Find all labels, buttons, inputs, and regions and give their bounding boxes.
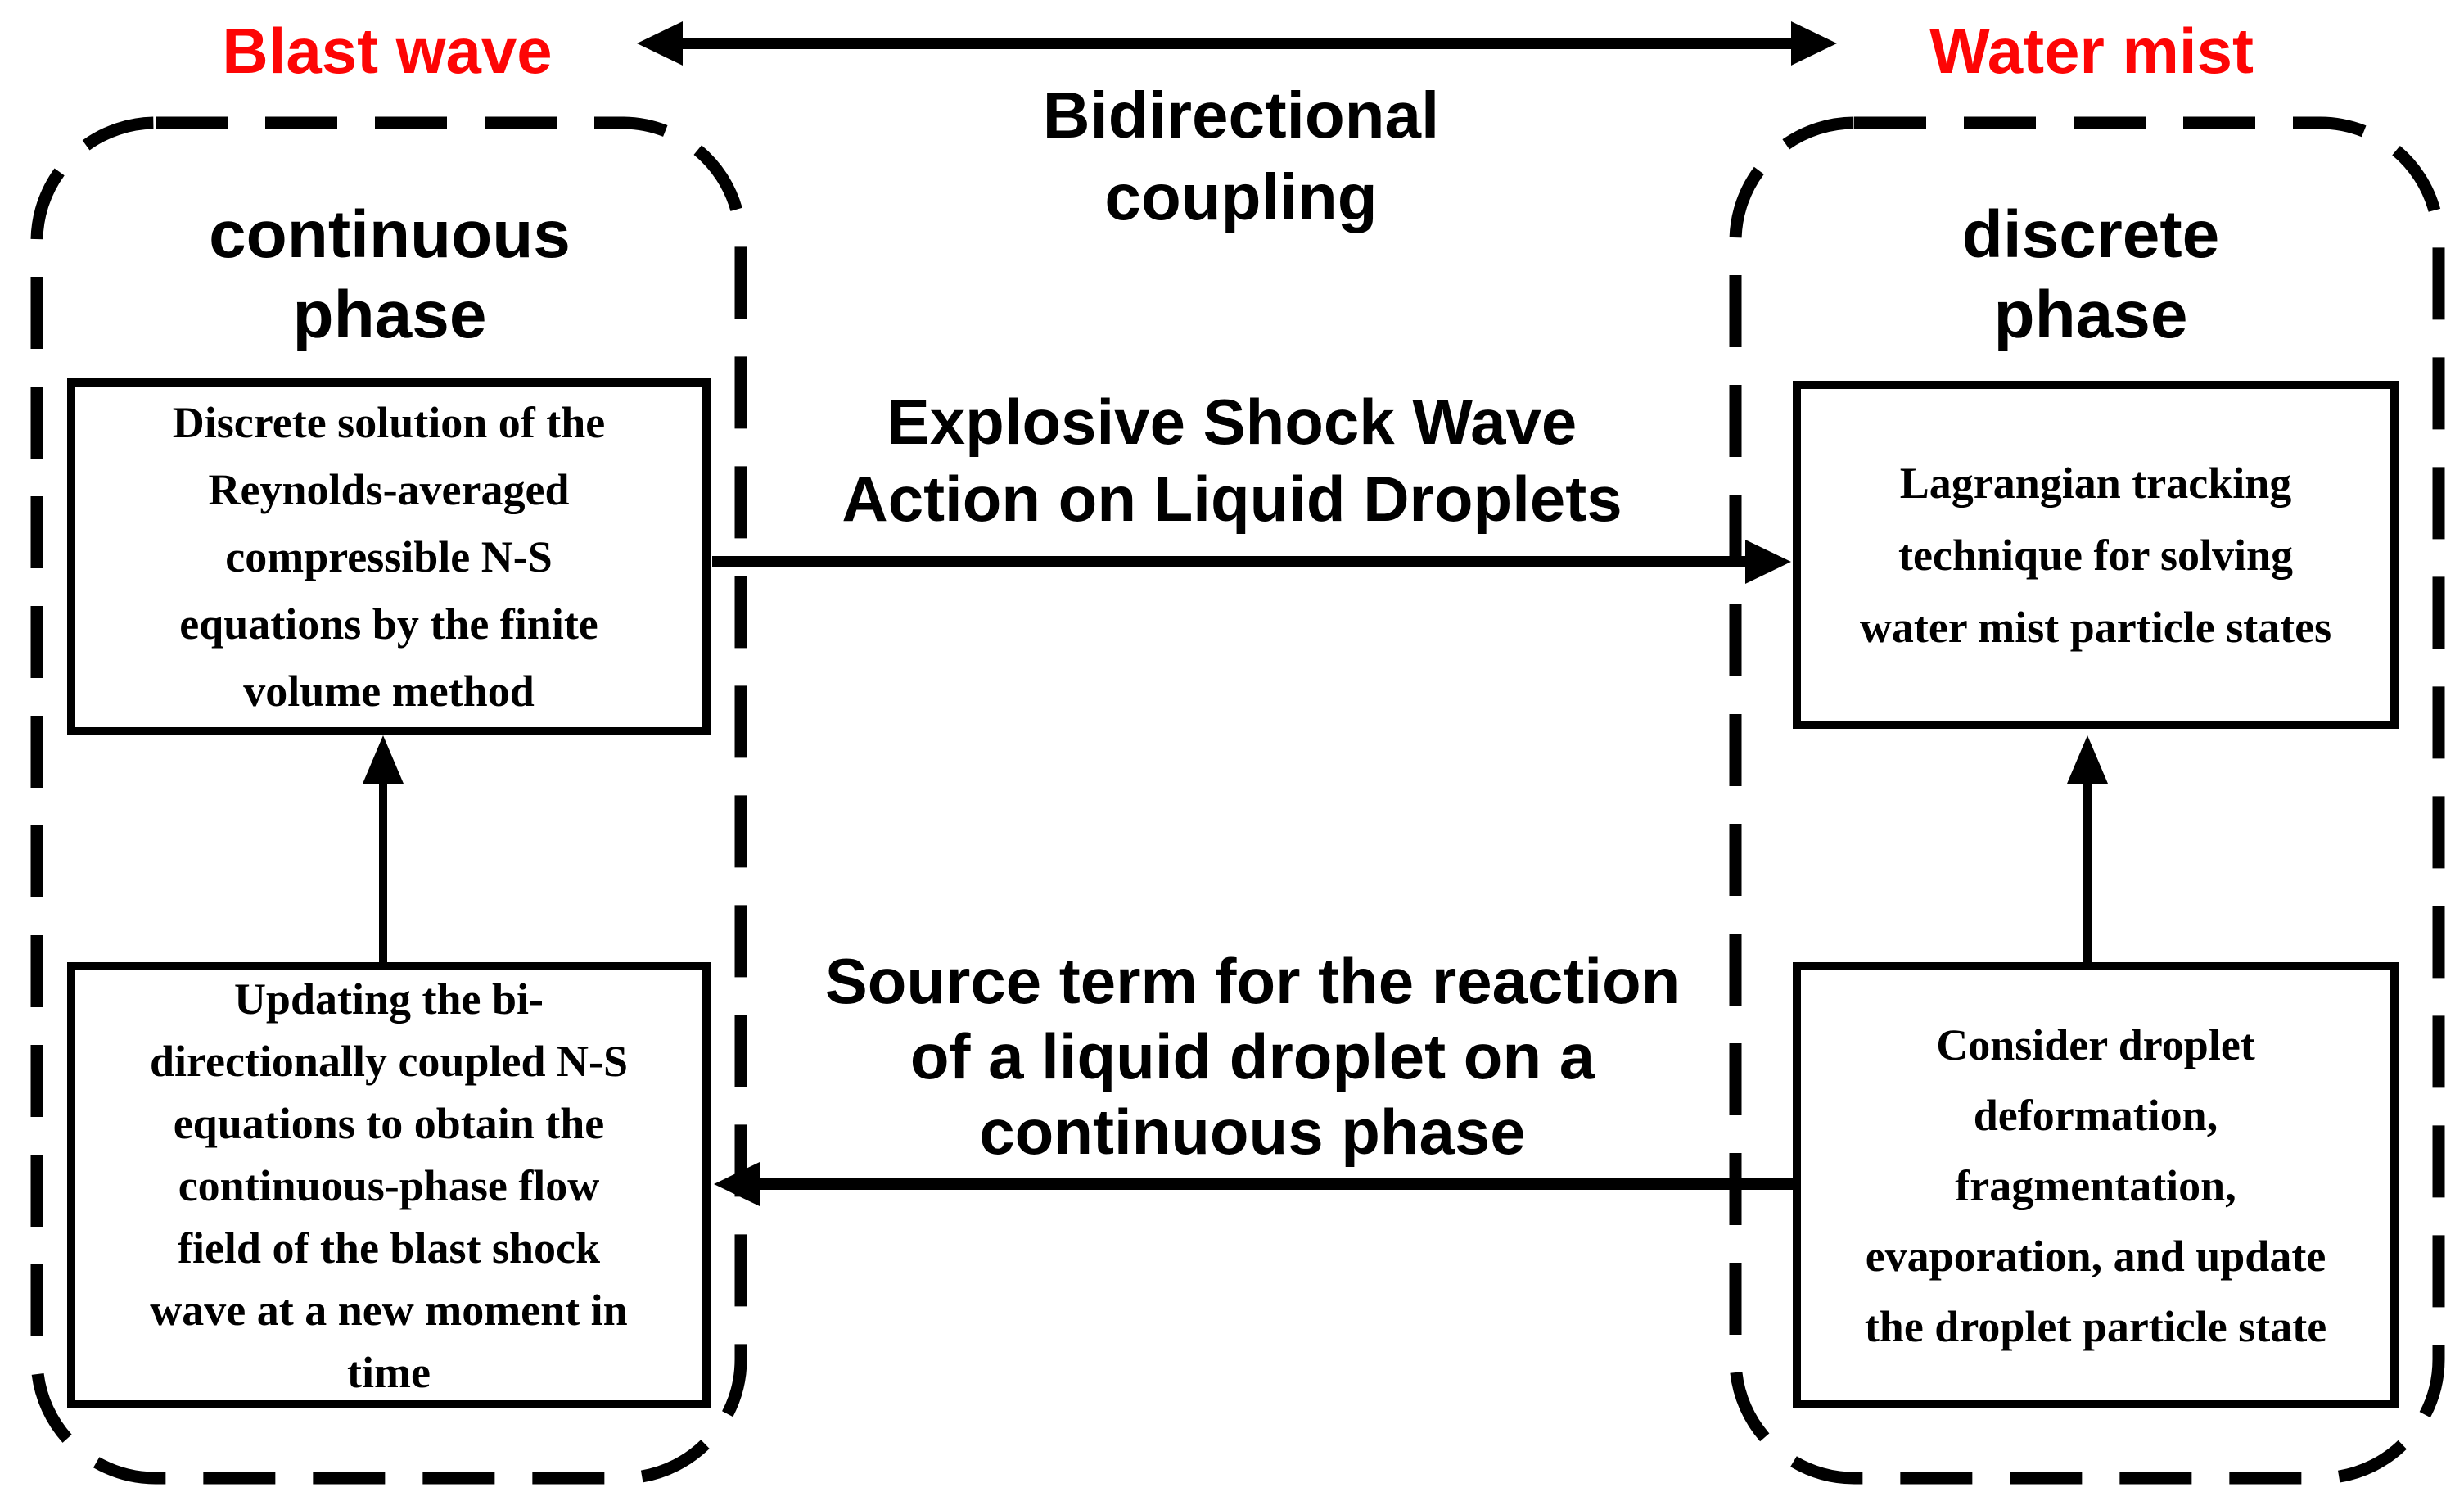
left-bottom-process-text: Updating the bi- directionally coupled N…: [149, 974, 629, 1397]
left-update-arrow-icon: [363, 735, 404, 964]
right-update-arrow-icon: [2067, 735, 2108, 964]
right-top-process-text: Lagrangian tracking technique for solvin…: [1859, 458, 2332, 652]
source-term-arrow-icon: [714, 1162, 1793, 1206]
bidirectional-arrow-icon: [637, 21, 1837, 66]
continuous-phase-dashed-container: [30, 116, 747, 1485]
discrete-phase-dashed-container: [1729, 116, 2445, 1485]
blast-wave-title: Blast wave: [222, 15, 553, 87]
shockwave-action-arrow-icon: [712, 540, 1791, 584]
bidirectional-coupling-label: Bidirectional coupling: [1042, 79, 1440, 233]
right-bottom-process-box: Consider droplet deformation, fragmentat…: [1793, 962, 2399, 1408]
water-mist-title: Water mist: [1929, 15, 2254, 87]
source-term-arrow-label: Source term for the reaction of a liquid…: [824, 945, 1681, 1168]
right-top-process-box: Lagrangian tracking technique for solvin…: [1793, 381, 2399, 729]
discrete-phase-heading: discrete phase: [1961, 197, 2220, 352]
shockwave-action-arrow-label: Explosive Shock Wave Action on Liquid Dr…: [842, 386, 1622, 535]
continuous-phase-heading: continuous phase: [209, 197, 571, 352]
left-top-process-text: Discrete solution of the Reynolds-averag…: [172, 398, 606, 716]
right-bottom-process-text: Consider droplet deformation, fragmentat…: [1864, 1020, 2327, 1351]
left-top-process-box: Discrete solution of the Reynolds-averag…: [67, 378, 711, 735]
left-bottom-process-box: Updating the bi- directionally coupled N…: [67, 962, 711, 1408]
